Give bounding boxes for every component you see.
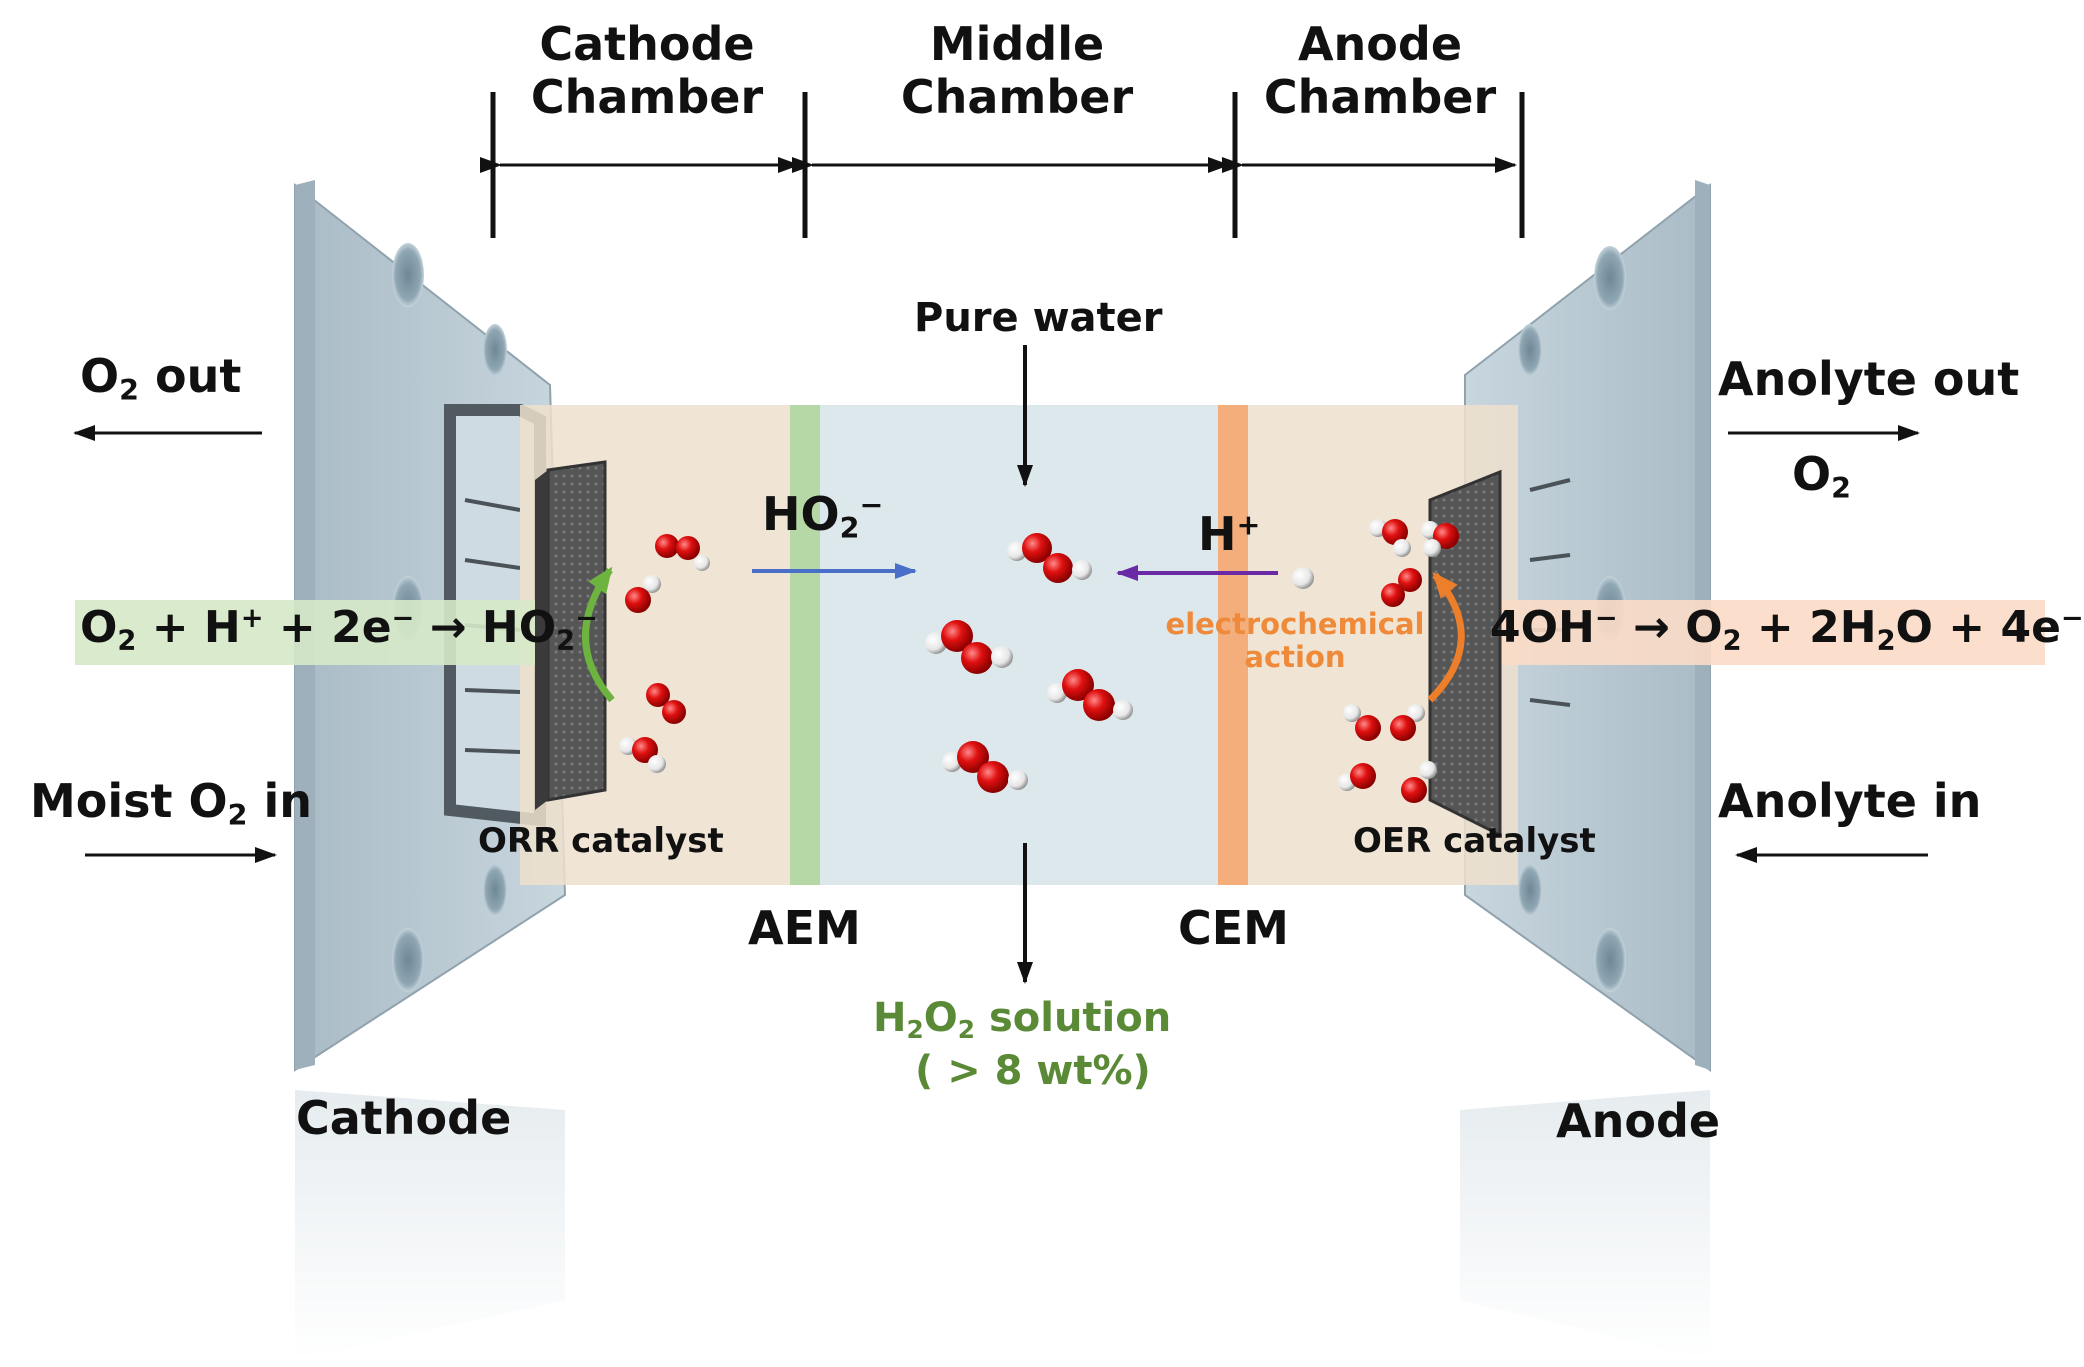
oh-molecule [1390,704,1425,741]
oer-catalyst-label: OER catalyst [1353,821,1596,861]
o2-molecule [1381,568,1422,607]
water-molecule [619,737,666,773]
o2-molecule [655,534,710,571]
bolt-hole [392,928,424,992]
cem-label: CEM [1178,901,1289,955]
oh-molecule [1369,519,1411,557]
aem-membrane [790,405,820,885]
middle-chamber [820,405,1218,885]
o2-molecule [646,683,686,724]
pure-water-label: Pure water [914,295,1163,341]
orr-catalyst-label: ORR catalyst [478,821,724,861]
h2o2-molecule [1047,669,1133,721]
oer-equation-band [1485,600,2045,665]
oh-molecule [1338,763,1376,791]
cathode-label: Cathode [296,1091,512,1145]
bolt-hole [1518,324,1542,376]
chamber-dimension-lines [480,92,1525,238]
orr-equation: O2 + H+ + 2e− → HO2− [80,602,598,657]
oh-molecule [1401,761,1437,803]
bolt-hole [483,324,507,376]
cem-membrane [1218,405,1248,885]
ho2-molecule [625,575,661,613]
o2-out-label: O2 out [80,349,242,407]
plate-reflection [295,1090,1710,1360]
h2o2-solution-label: H2O2 solution [873,995,1172,1044]
bolt-hole [1594,246,1626,310]
oh-molecule [1343,704,1381,741]
h2o2-molecule [1007,533,1092,583]
h2o2-molecule [942,741,1028,793]
bolt-hole [1594,928,1626,992]
oh-molecule [1421,521,1459,557]
orr-curved-arrow [582,566,615,703]
anolyte-out-label: Anolyte out [1718,352,2020,406]
orr-catalyst-sheet [535,460,607,810]
moist-o2-in-label: Moist O2 in [30,774,313,832]
anolyte-in-label: Anolyte in [1718,774,1982,828]
anode-label: Anode [1556,1094,1721,1148]
bolt-hole [392,243,424,307]
hplus-label: H+ [1198,507,1261,561]
proton [1292,567,1314,589]
aem-label: AEM [748,901,861,955]
orr-equation-band [75,600,555,665]
bolt-hole [483,864,507,916]
oer-equation: 4OH− → O2 + 2H2O + 4e− [1490,602,2084,657]
oer-curved-arrow [1427,571,1465,703]
flow-arrows [73,345,1928,984]
bolt-hole [1518,864,1542,916]
h2o2-molecule [925,620,1013,674]
molecules [619,519,1459,803]
o2-product-label: O2 [1792,447,1851,505]
ho2-label: HO2− [762,487,884,545]
concentration-label: ( > 8 wt%) [915,1048,1151,1094]
